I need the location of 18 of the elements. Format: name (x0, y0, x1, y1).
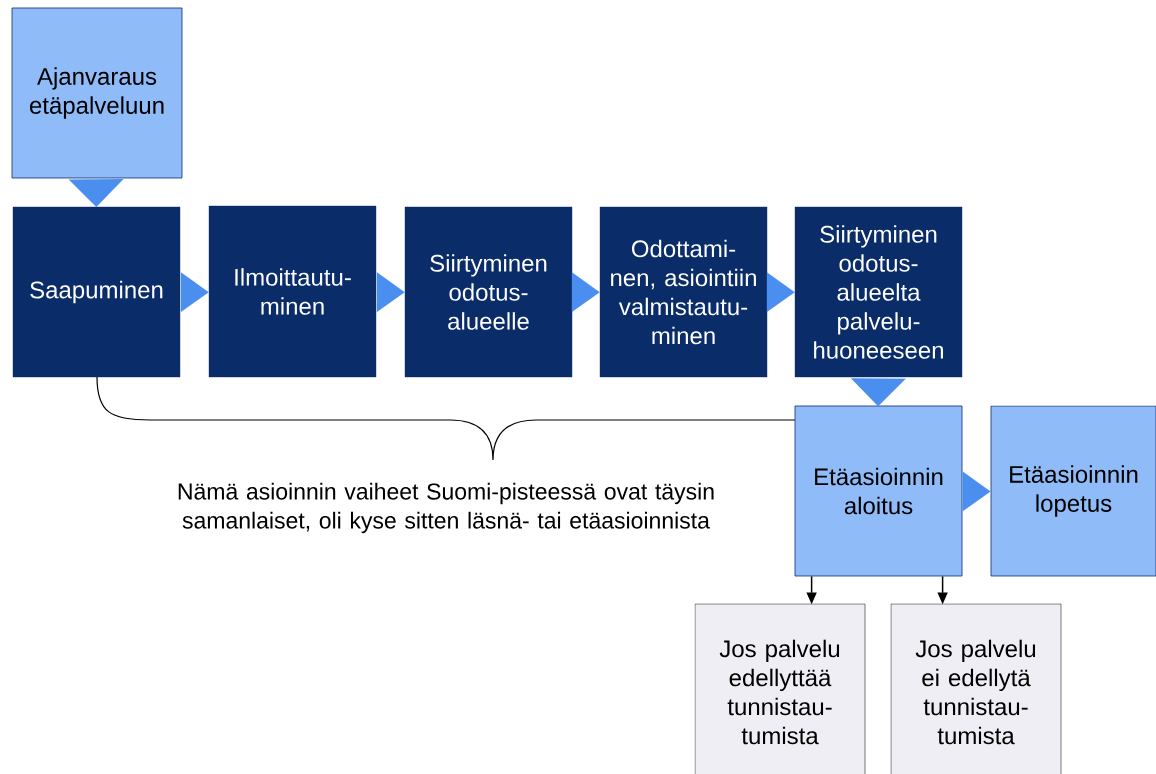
chevron-arrow (375, 272, 405, 313)
condition-box: Jos palvelu edellyttää tunnistau- tumista (694, 603, 866, 774)
step-box: Odottami- nen, asiointiin valmistautu- minen (599, 206, 768, 378)
step-box: Ilmoittautu- minen (208, 205, 377, 378)
chevron-arrow (179, 272, 209, 313)
chevron-arrow (850, 377, 906, 407)
step-box: Saapuminen (12, 206, 181, 378)
condition-box: Jos palvelu ei edellytä tunnistau- tumista (890, 603, 1062, 774)
chevron-arrow (766, 272, 795, 313)
chevron-arrow (961, 471, 991, 512)
chevron-arrow (68, 178, 124, 208)
step-box: Siirtyminen odotus- alueelta palvelu- huoneeseen (794, 206, 963, 378)
step-box: Siirtyminen odotus- alueelle (404, 206, 573, 378)
note-text: Nämä asioinnin vaiheet Suomi-pisteessä ovat täysin samanlaiset, oli kyse sitten läsnä- tai etäasioinnista (178, 482, 714, 534)
step-box: Ajanvaraus etäpalveluun (11, 7, 183, 179)
step-box: Etäasioinnin aloitus (794, 405, 963, 577)
step-box: Etäasioinnin lopetus (990, 405, 1156, 577)
chevron-arrow (571, 272, 600, 313)
